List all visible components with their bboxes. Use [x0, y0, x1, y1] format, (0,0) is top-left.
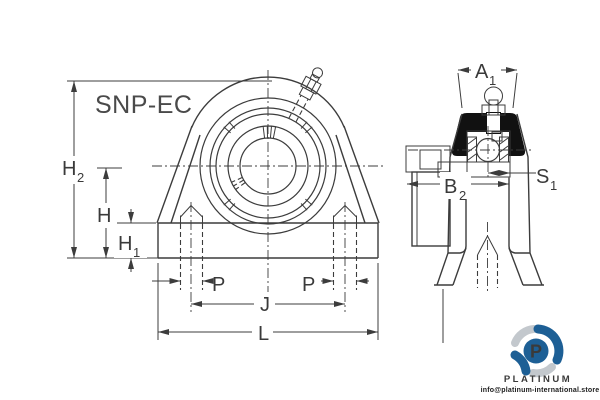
logo-center-disc	[523, 338, 549, 364]
bearing-cage-left	[467, 136, 477, 163]
housing-slope-left-inner	[170, 134, 201, 224]
dim-label-h2-sub: 2	[77, 170, 84, 185]
dim-label-a1-sub: 1	[489, 73, 496, 88]
bolt-slot-right	[332, 202, 358, 312]
logo-petal-sw	[510, 350, 531, 376]
dim-label-p-right: P	[302, 274, 315, 296]
dim-label-h2: H	[62, 158, 76, 180]
grease-fitting-front	[288, 67, 324, 123]
side-profile	[434, 113, 544, 343]
ring-notches	[223, 121, 313, 211]
dim-label-a1: A	[475, 61, 489, 83]
front-view	[152, 67, 386, 312]
housing-slope-right-outer	[343, 125, 380, 224]
dim-label-j: J	[260, 294, 270, 316]
logo-petal-ne	[533, 324, 564, 365]
dim-label-s1: S	[536, 166, 549, 188]
bolt-slot-left	[179, 202, 204, 312]
dim-label-s1-sub: 1	[550, 178, 557, 193]
dimension-labels: SNP-EC H 2 H H 1 P P J L A 1 B 2 S 1	[58, 57, 557, 345]
housing-dome-arc	[190, 76, 346, 128]
grease-fitting-side	[481, 86, 506, 116]
housing-slope-right-inner	[335, 134, 366, 224]
ring-screw-detail	[491, 131, 503, 142]
dim-label-b2-sub: 2	[459, 188, 466, 203]
dim-label-h1: H	[118, 233, 132, 255]
grease-stem-bore	[486, 112, 501, 134]
base-plate	[157, 222, 379, 259]
brand-logo: P PLATINUM info@platinum-international.s…	[481, 324, 600, 394]
logo-monogram: P	[530, 342, 542, 362]
inner-ring-block	[466, 130, 511, 178]
side-base-slot	[476, 222, 499, 292]
logo-petal-se	[529, 363, 556, 378]
dim-label-b2: B	[444, 176, 457, 198]
housing-section-black	[451, 113, 526, 156]
dim-label-l: L	[258, 323, 269, 345]
side-view	[405, 86, 544, 343]
brand-name: PLATINUM	[504, 374, 572, 385]
dim-label-h: H	[97, 205, 111, 227]
bearing-rings	[199, 97, 337, 235]
model-label: SNP-EC	[95, 91, 192, 119]
dim-label-p-left: P	[212, 274, 225, 296]
dim-label-h1-sub: 1	[133, 245, 140, 260]
set-screw-lower	[231, 176, 246, 190]
grease-nipple-ball-side	[484, 86, 503, 106]
housing-slope-left-outer	[156, 125, 193, 224]
brand-email: info@platinum-international.store	[481, 387, 600, 394]
set-screw-top	[262, 125, 277, 139]
grease-nipple-ball	[312, 67, 324, 79]
logo-petal-nw	[511, 325, 538, 347]
